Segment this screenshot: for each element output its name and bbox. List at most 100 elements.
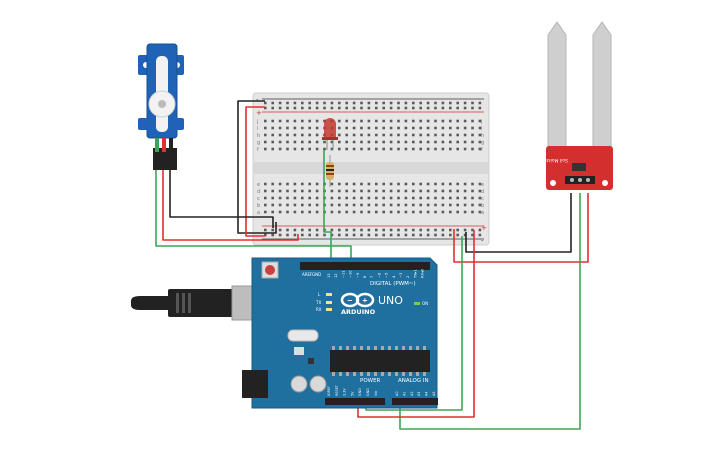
terminal-hole[interactable] <box>412 119 415 123</box>
terminal-hole[interactable] <box>352 210 356 214</box>
terminal-hole[interactable] <box>345 126 348 130</box>
rail-hole[interactable] <box>271 106 274 110</box>
terminal-hole[interactable] <box>278 133 282 137</box>
terminal-hole[interactable] <box>367 210 371 214</box>
rail-hole[interactable] <box>367 101 371 105</box>
rail-hole[interactable] <box>301 233 304 237</box>
terminal-hole[interactable] <box>382 133 385 137</box>
terminal-hole[interactable] <box>478 196 482 200</box>
terminal-hole[interactable] <box>278 196 282 200</box>
terminal-hole[interactable] <box>301 196 304 200</box>
terminal-hole[interactable] <box>441 189 445 193</box>
terminal-hole[interactable] <box>441 147 445 151</box>
rail-hole[interactable] <box>389 106 393 110</box>
terminal-hole[interactable] <box>293 203 297 207</box>
terminal-hole[interactable] <box>323 140 326 144</box>
terminal-hole[interactable] <box>434 182 437 186</box>
rail-hole[interactable] <box>286 233 289 237</box>
rail-hole[interactable] <box>345 101 348 105</box>
terminal-hole[interactable] <box>471 147 474 151</box>
rail-hole[interactable] <box>352 101 356 105</box>
rail-hole[interactable] <box>382 101 385 105</box>
terminal-hole[interactable] <box>264 140 267 144</box>
rail-hole[interactable] <box>419 101 422 105</box>
rail-hole[interactable] <box>426 101 430 105</box>
rail-hole[interactable] <box>412 101 415 105</box>
terminal-hole[interactable] <box>375 147 378 151</box>
rail-hole[interactable] <box>397 106 400 110</box>
terminal-hole[interactable] <box>352 126 356 130</box>
terminal-hole[interactable] <box>367 196 371 200</box>
terminal-hole[interactable] <box>419 196 422 200</box>
rail-hole[interactable] <box>449 233 452 237</box>
terminal-hole[interactable] <box>338 119 341 123</box>
terminal-hole[interactable] <box>478 119 482 123</box>
terminal-hole[interactable] <box>375 210 378 214</box>
terminal-hole[interactable] <box>463 196 467 200</box>
terminal-hole[interactable] <box>278 147 282 151</box>
terminal-hole[interactable] <box>419 147 422 151</box>
terminal-hole[interactable] <box>456 189 459 193</box>
terminal-hole[interactable] <box>301 126 304 130</box>
terminal-hole[interactable] <box>449 210 452 214</box>
terminal-hole[interactable] <box>471 189 474 193</box>
terminal-hole[interactable] <box>338 133 341 137</box>
terminal-hole[interactable] <box>352 119 356 123</box>
terminal-hole[interactable] <box>419 203 422 207</box>
terminal-hole[interactable] <box>426 133 430 137</box>
wire-sensor-signal[interactable] <box>399 193 581 430</box>
rail-hole[interactable] <box>278 228 282 232</box>
terminal-hole[interactable] <box>360 203 363 207</box>
rail-hole[interactable] <box>345 106 348 110</box>
terminal-hole[interactable] <box>434 140 437 144</box>
rail-hole[interactable] <box>463 101 467 105</box>
terminal-hole[interactable] <box>412 196 415 200</box>
rail-hole[interactable] <box>301 228 304 232</box>
terminal-hole[interactable] <box>308 126 311 130</box>
terminal-hole[interactable] <box>441 126 445 130</box>
terminal-hole[interactable] <box>352 196 356 200</box>
terminal-hole[interactable] <box>404 147 408 151</box>
rail-hole[interactable] <box>345 228 348 232</box>
terminal-hole[interactable] <box>478 133 482 137</box>
terminal-hole[interactable] <box>271 210 274 214</box>
terminal-hole[interactable] <box>412 189 415 193</box>
terminal-hole[interactable] <box>441 196 445 200</box>
analog-header[interactable] <box>392 398 438 405</box>
terminal-hole[interactable] <box>345 196 348 200</box>
terminal-hole[interactable] <box>419 119 422 123</box>
terminal-hole[interactable] <box>271 203 274 207</box>
terminal-hole[interactable] <box>449 119 452 123</box>
terminal-hole[interactable] <box>330 182 334 186</box>
rail-hole[interactable] <box>360 106 363 110</box>
terminal-hole[interactable] <box>338 210 341 214</box>
terminal-hole[interactable] <box>478 189 482 193</box>
rail-hole[interactable] <box>330 106 334 110</box>
wire-5v[interactable] <box>357 230 475 418</box>
rail-hole[interactable] <box>478 228 482 232</box>
terminal-hole[interactable] <box>434 119 437 123</box>
terminal-hole[interactable] <box>301 140 304 144</box>
rail-hole[interactable] <box>278 106 282 110</box>
terminal-hole[interactable] <box>278 119 282 123</box>
terminal-hole[interactable] <box>293 196 297 200</box>
terminal-hole[interactable] <box>367 203 371 207</box>
rail-hole[interactable] <box>382 228 385 232</box>
terminal-hole[interactable] <box>382 126 385 130</box>
terminal-hole[interactable] <box>426 189 430 193</box>
wire-servo-power[interactable] <box>162 170 299 241</box>
terminal-hole[interactable] <box>271 119 274 123</box>
terminal-hole[interactable] <box>367 133 371 137</box>
terminal-hole[interactable] <box>301 133 304 137</box>
terminal-hole[interactable] <box>330 189 334 193</box>
terminal-hole[interactable] <box>360 182 363 186</box>
rail-hole[interactable] <box>419 228 422 232</box>
terminal-hole[interactable] <box>286 182 289 186</box>
terminal-hole[interactable] <box>367 189 371 193</box>
rail-hole[interactable] <box>404 106 408 110</box>
terminal-hole[interactable] <box>426 126 430 130</box>
rail-hole[interactable] <box>456 101 459 105</box>
resistor[interactable] <box>326 155 334 187</box>
rail-hole[interactable] <box>293 101 297 105</box>
